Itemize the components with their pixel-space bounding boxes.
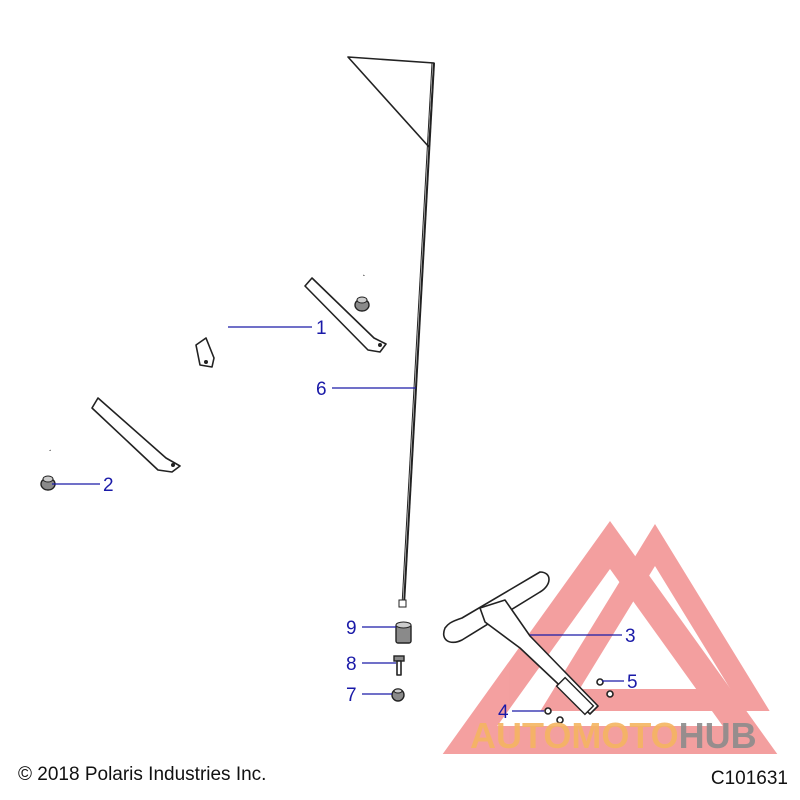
- callout-9: 9: [346, 618, 357, 639]
- callout-8: 8: [346, 654, 357, 675]
- callout-4: 4: [498, 702, 509, 723]
- callout-7: 7: [346, 685, 357, 706]
- watermark-brand: AUTOMOTOHUB: [470, 715, 757, 756]
- nut-upper: [354, 296, 370, 312]
- callout-3: 3: [625, 626, 636, 647]
- callout-2: 2: [103, 475, 114, 496]
- copyright-notice: © 2018 Polaris Industries Inc.: [18, 764, 267, 785]
- nut-lower: [40, 475, 56, 491]
- screw-small: [544, 707, 564, 724]
- flag-whip: [347, 56, 435, 608]
- t-handle: [443, 571, 599, 716]
- rack-bar: [43, 249, 387, 473]
- callout-5: 5: [627, 672, 638, 693]
- watermark-logo: [442, 520, 778, 754]
- nut-small: [391, 688, 405, 702]
- washer-small: [596, 678, 614, 698]
- drawing-id: C101631: [710, 768, 788, 789]
- callout-1: 1: [316, 318, 327, 339]
- watermark-text: AUTOMOTOHUB: [470, 715, 757, 756]
- callout-6: 6: [316, 379, 327, 400]
- bushing: [395, 621, 412, 644]
- bolt: [393, 655, 405, 676]
